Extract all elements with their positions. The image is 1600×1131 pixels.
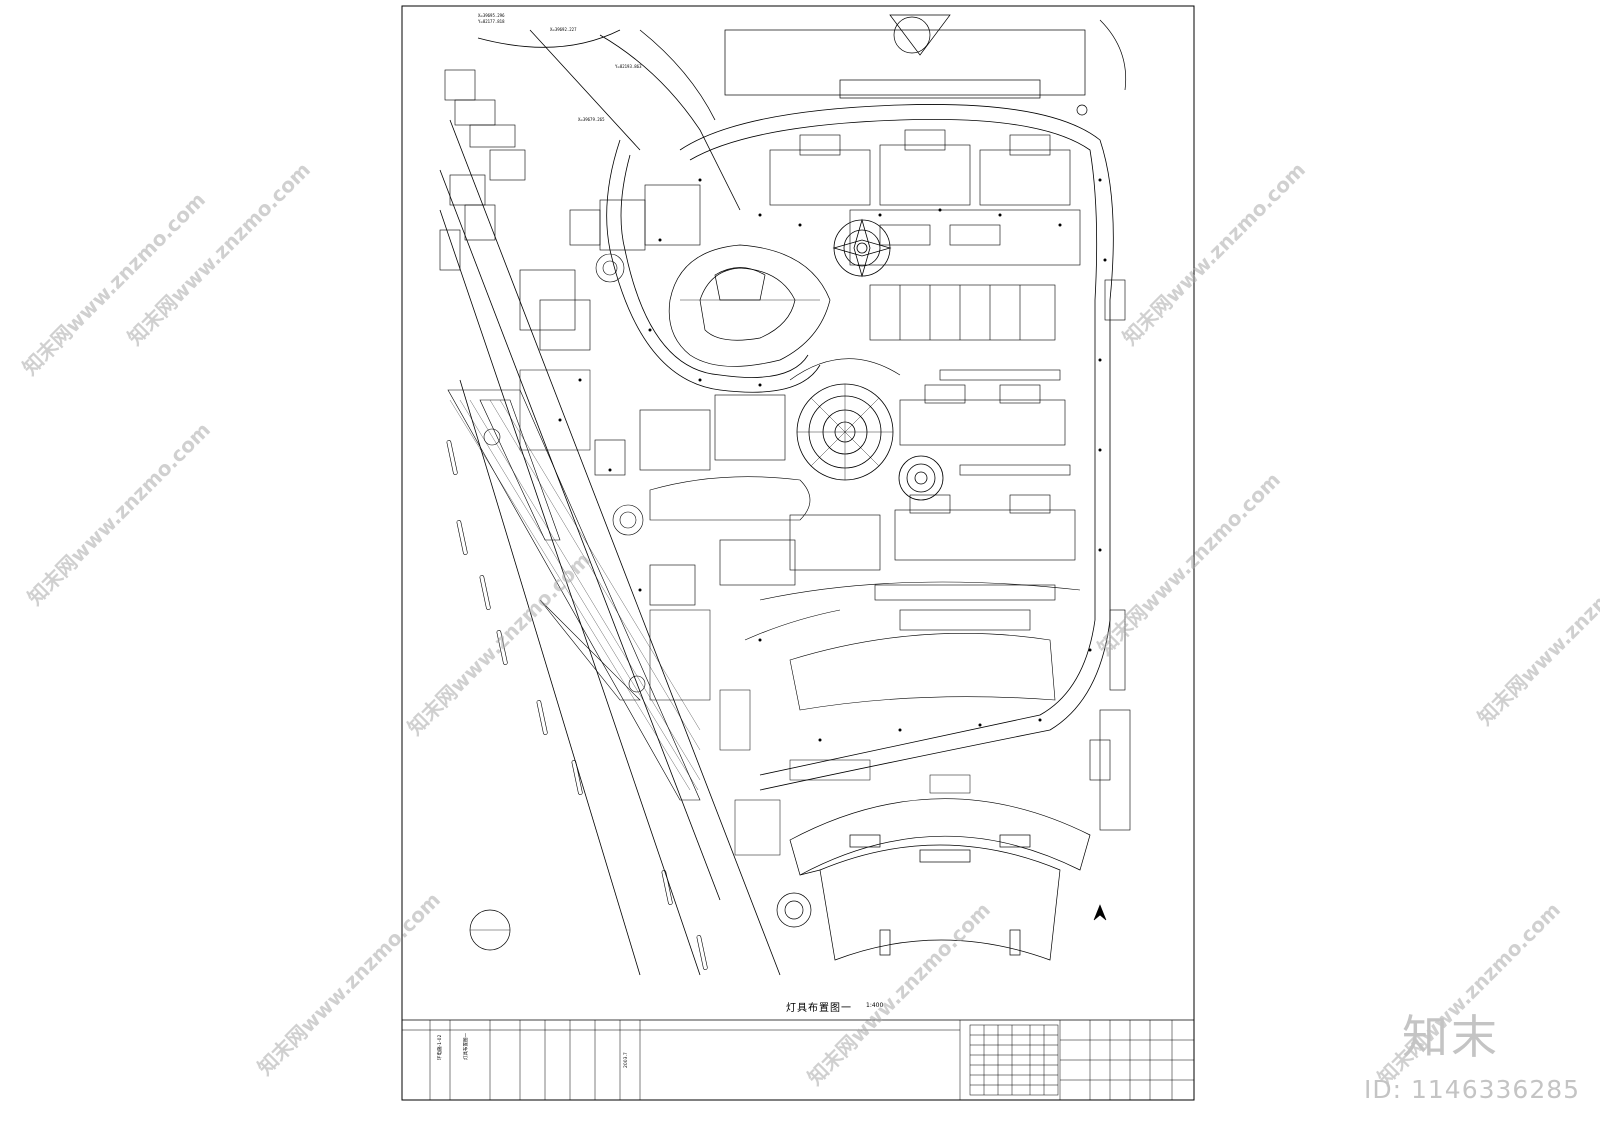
coordinate-label: Y=82193.863: [615, 64, 642, 69]
internal-road: [606, 104, 1114, 791]
round-feature: [469, 892, 812, 951]
pool-area: [668, 244, 831, 367]
coordinate-label: X=39695.296: [478, 13, 505, 18]
main-road: [439, 29, 781, 976]
residential-block-upper: [769, 129, 1081, 341]
residential-lower-curve: [744, 581, 1081, 711]
small-round-plaza: [898, 455, 944, 501]
sheet-number: 环电施-1-02: [438, 1034, 443, 1060]
diagonal-plaza: [447, 389, 701, 801]
residential-middle: [719, 369, 1076, 601]
compass-plaza: [832, 218, 892, 278]
lamp-markers: [558, 178, 1107, 742]
title-block: [429, 1020, 1194, 1100]
bottom-arc-building: [789, 798, 1091, 961]
coordinate-label: X=39692.227: [550, 27, 577, 32]
existing-buildings-topleft: [439, 69, 526, 271]
brand-id: ID: 1146336285: [1364, 1075, 1581, 1104]
residential-left-center: [594, 394, 811, 606]
drawing-scale: 1:400: [866, 1002, 884, 1009]
parking-bottom: [734, 759, 971, 856]
legend-table: [969, 1024, 1059, 1096]
left-cluster: [519, 184, 701, 351]
parking-diagonal: [519, 369, 751, 751]
central-round-plaza: [789, 358, 901, 481]
coordinate-label: Y=82177.818: [478, 19, 505, 24]
north-arrow-icon: [1093, 904, 1107, 921]
brand-logo: 知末: [1402, 1010, 1500, 1064]
sheet-date: 2003.7: [624, 1052, 629, 1068]
lane-markings: [446, 440, 708, 970]
coordinate-label: X=39679.265: [578, 117, 605, 122]
sheet-name: 灯具布置图一: [464, 1033, 469, 1060]
sheet-border: [401, 5, 1195, 1101]
hatch-lines: [449, 399, 701, 791]
building-top: [724, 14, 1127, 116]
right-buildings: [1089, 279, 1131, 831]
drawing-title: 灯具布置图一: [786, 1003, 852, 1014]
